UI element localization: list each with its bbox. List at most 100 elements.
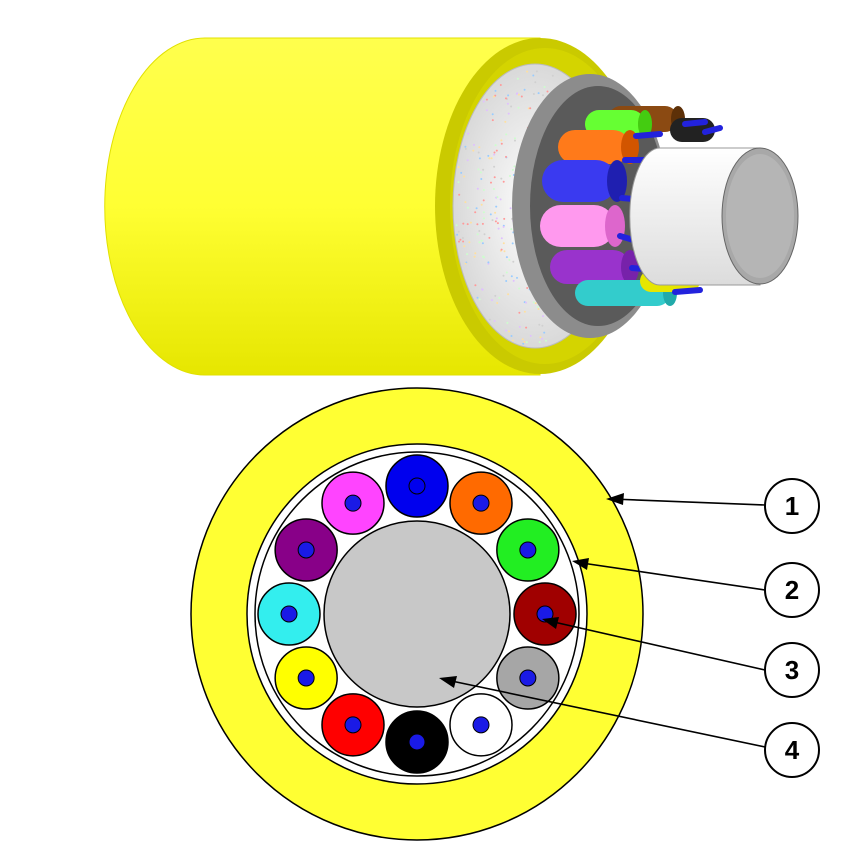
callout-4: 4 xyxy=(764,722,820,778)
yarn-speck xyxy=(503,250,506,253)
callout-1-label: 1 xyxy=(785,491,799,521)
buffer-tube-aqua xyxy=(257,582,321,646)
yarn-speck xyxy=(481,222,484,225)
yarn-speck xyxy=(455,224,458,227)
yarn-speck xyxy=(532,301,535,304)
yarn-speck xyxy=(490,157,493,160)
yarn-speck xyxy=(510,335,513,337)
yarn-speck xyxy=(491,219,494,222)
yarn-speck xyxy=(505,280,508,282)
yarn-speck xyxy=(518,311,521,314)
central-member-3d xyxy=(629,147,799,286)
yarn-speck xyxy=(474,252,477,255)
yarn-speck xyxy=(468,241,471,244)
callout-annotations: 1 2 3 4 xyxy=(439,478,820,778)
yarn-speck xyxy=(493,176,496,179)
buffer-tube-red xyxy=(321,693,385,757)
buffer-tubes xyxy=(257,454,577,774)
buffer-tube-orange xyxy=(449,471,513,535)
arrowhead-4 xyxy=(439,676,457,688)
tube-3d-blue xyxy=(542,160,617,202)
yarn-speck xyxy=(464,145,467,148)
yarn-speck xyxy=(493,153,496,156)
buffer-tube-brown xyxy=(513,582,577,646)
yarn-speck xyxy=(457,181,460,184)
yarn-speck xyxy=(462,240,465,243)
yarn-speck xyxy=(476,187,479,190)
yarn-speck xyxy=(478,157,481,160)
yarn-speck xyxy=(505,256,508,259)
yarn-speck xyxy=(510,275,513,278)
yarn-speck xyxy=(508,258,511,261)
yarn-speck xyxy=(510,228,513,231)
arrowhead-3 xyxy=(542,617,559,629)
yarn-speck xyxy=(532,93,535,95)
yarn-speck xyxy=(541,324,544,327)
yarn-speck xyxy=(520,95,523,98)
yarn-speck xyxy=(502,274,505,277)
yarn-speck xyxy=(466,206,469,209)
yarn-speck xyxy=(551,74,554,77)
yarn-speck xyxy=(503,217,506,220)
fiber-core-white xyxy=(472,716,490,734)
yarn-speck xyxy=(494,144,497,147)
yarn-speck xyxy=(458,193,461,196)
yarn-speck xyxy=(518,287,521,290)
yarn-speck xyxy=(461,237,464,239)
yarn-speck xyxy=(476,233,479,236)
fiber-core-brown xyxy=(536,605,554,623)
fiber-core-yellow xyxy=(297,669,315,687)
buffer-tube-rose xyxy=(321,471,385,535)
yarn-speck xyxy=(457,230,460,233)
yarn-speck xyxy=(500,177,503,180)
yarn-speck xyxy=(500,139,503,142)
yarn-speck xyxy=(497,227,500,230)
yarn-speck xyxy=(485,98,488,101)
yarn-speck xyxy=(523,310,526,313)
callout-4-label: 4 xyxy=(785,735,800,765)
yarn-speck xyxy=(491,119,494,122)
yarn-speck xyxy=(515,92,518,95)
arrowhead-1 xyxy=(606,493,624,505)
yarn-speck xyxy=(514,137,516,140)
yarn-speck xyxy=(466,223,469,226)
yarn-speck xyxy=(464,147,467,150)
yarn-speck xyxy=(476,223,479,226)
yarn-speck xyxy=(505,329,507,332)
yarn-speck xyxy=(537,308,540,310)
callout-2-label: 2 xyxy=(785,575,799,605)
yarn-speck xyxy=(546,90,549,93)
yarn-speck xyxy=(538,341,541,344)
yarn-speck xyxy=(545,339,547,342)
yarn-speck xyxy=(543,86,546,88)
yarn-speck xyxy=(478,146,481,149)
yarn-speck xyxy=(505,97,507,100)
yarn-speck xyxy=(495,205,498,208)
callout-3-label: 3 xyxy=(785,655,799,685)
yarn-speck xyxy=(499,198,502,201)
yarn-speck xyxy=(495,149,498,152)
yarn-speck xyxy=(480,178,483,180)
yarn-speck xyxy=(477,151,480,154)
yarn-speck xyxy=(472,149,475,152)
yarn-speck xyxy=(536,306,539,308)
yarn-speck xyxy=(517,106,520,109)
yarn-speck xyxy=(516,276,518,279)
yarn-speck xyxy=(514,139,516,142)
yarn-speck xyxy=(500,237,503,240)
yarn-speck xyxy=(464,201,467,204)
yarn-speck xyxy=(482,189,485,191)
yarn-speck xyxy=(538,323,541,326)
tube-3d-orange xyxy=(558,130,630,164)
yarn-speck xyxy=(502,180,505,183)
buffer-tube-green xyxy=(496,518,560,582)
yarn-speck xyxy=(494,220,497,223)
yarn-speck xyxy=(525,326,528,329)
yarn-speck xyxy=(483,217,485,220)
yarn-speck xyxy=(487,154,490,157)
yarn-speck xyxy=(488,236,491,239)
yarn-speck xyxy=(502,242,505,245)
buffer-tube-blue xyxy=(385,454,449,518)
buffer-tube-slate xyxy=(496,646,560,710)
fiber-core-slate xyxy=(519,669,537,687)
